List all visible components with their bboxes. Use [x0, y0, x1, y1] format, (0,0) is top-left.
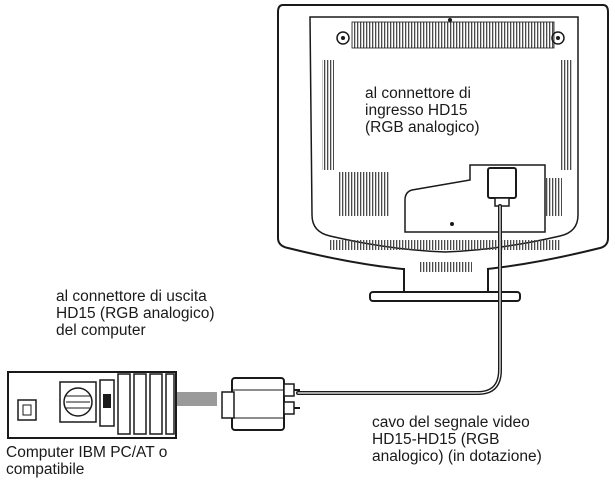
lower-left-grille: [338, 172, 390, 216]
top-vent-grille: [352, 22, 554, 48]
computer-label-line1: Computer IBM PC/AT o: [6, 444, 168, 461]
expansion-slot: [165, 373, 175, 435]
computer-rear: [7, 371, 177, 439]
expansion-slot: [149, 373, 163, 435]
cable-label-line3: analogico) (in dotazione): [372, 448, 542, 465]
monitor-rear: [277, 4, 609, 274]
monitor-input-label-line3: (RGB analogico): [365, 119, 480, 136]
computer-output-label-line1: al connettore di uscita: [56, 288, 207, 305]
hd15-output-port: [103, 394, 111, 408]
computer-output-label-line2: HD15 (RGB analogico): [56, 305, 215, 322]
expansion-slot: [117, 373, 131, 435]
cable-label: cavo del segnale video HD15-HD15 (RGB an…: [372, 414, 542, 465]
bottom-vent-grille: [330, 240, 560, 250]
expansion-slot: [133, 373, 147, 435]
screw-icon: [336, 31, 350, 45]
screw-icon: [551, 31, 565, 45]
monitor-input-label-line1: al connettore di: [365, 85, 471, 102]
hd15-input-plug: [487, 167, 517, 199]
hd15-cable-connector: [221, 377, 300, 431]
computer-output-label: al connettore di uscita HD15 (RGB analog…: [56, 288, 215, 339]
cable-label-line2: HD15-HD15 (RGB: [372, 431, 500, 448]
left-vent-grille: [322, 60, 334, 170]
computer-label-line2: compatibile: [6, 461, 85, 478]
monitor-input-label: al connettore di ingresso HD15 (RGB anal…: [365, 85, 480, 136]
power-socket-icon: [17, 399, 37, 421]
computer-output-label-line3: del computer: [56, 322, 146, 339]
computer-label: Computer IBM PC/AT o compatibile: [6, 444, 167, 478]
monitor-stand: [369, 262, 521, 302]
right-vent-grille: [560, 60, 572, 170]
stand-base: [369, 291, 521, 302]
cable-label-line1: cavo del segnale video: [372, 414, 530, 431]
monitor-input-label-line2: ingresso HD15: [365, 102, 468, 119]
